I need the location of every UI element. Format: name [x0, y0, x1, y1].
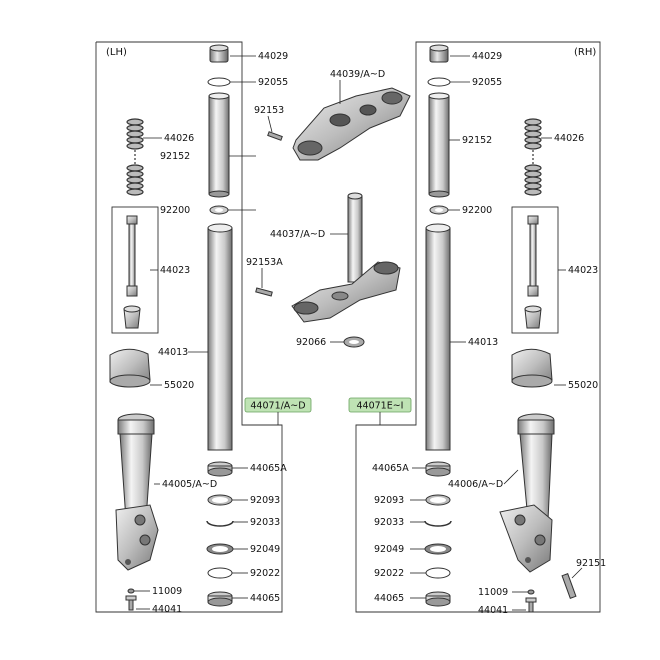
label-rh-92055: 92055 — [472, 77, 502, 88]
label-rh-44026: 44026 — [554, 133, 584, 144]
label-lh-92049: 92049 — [250, 544, 280, 555]
label-92153: 92153 — [254, 105, 284, 116]
steering-stem-lower-clamp — [291, 192, 401, 323]
label-rh-44013: 44013 — [468, 337, 498, 348]
label-rh-44006: 44006/A~D — [448, 479, 503, 490]
label-rh-92151: 92151 — [576, 558, 606, 569]
label-rh-44029: 44029 — [472, 51, 502, 62]
label-lh-44023: 44023 — [160, 265, 190, 276]
label-rh-92033: 92033 — [374, 517, 404, 528]
label-92153A: 92153A — [246, 257, 283, 268]
label-rh-92152: 92152 — [462, 135, 492, 146]
lh-circlip — [206, 520, 234, 527]
lh-gasket — [127, 588, 135, 594]
label-rh-44023: 44023 — [568, 265, 598, 276]
label-lh-92022: 92022 — [250, 568, 280, 579]
rh-oil-seal — [424, 543, 452, 555]
label-lh-92152: 92152 — [160, 151, 190, 162]
label-lh-44065A: 44065A — [250, 463, 287, 474]
rh-assembly-label: 44071E~I — [357, 401, 404, 412]
label-lh-11009: 11009 — [152, 586, 182, 597]
lh-damper-cartridge — [123, 215, 141, 329]
upper-triple-clamp — [292, 87, 411, 161]
label-rh-92022: 92022 — [374, 568, 404, 579]
lh-side-label: (LH) — [106, 47, 127, 58]
lh-bushing-a — [207, 461, 233, 477]
rh-washer-92093 — [425, 494, 451, 506]
label-rh-11009: 11009 — [478, 587, 508, 598]
rh-circlip — [424, 520, 452, 527]
lh-bushing-b — [207, 591, 233, 607]
lh-frame-left — [95, 42, 283, 613]
lh-frame — [96, 41, 243, 390]
label-rh-44065: 44065 — [374, 593, 404, 604]
label-lh-44026: 44026 — [164, 133, 194, 144]
label-44039: 44039/A~D — [330, 69, 385, 80]
label-rh-92200: 92200 — [462, 205, 492, 216]
lh-outer-tube — [115, 413, 159, 571]
rh-spring — [524, 118, 542, 196]
label-lh-92200: 92200 — [160, 205, 190, 216]
steering-bearing — [343, 336, 365, 348]
rh-spring-spacer — [428, 92, 450, 198]
label-44037: 44037/A~D — [270, 229, 325, 240]
rh-frame — [355, 41, 601, 613]
lh-washer-92093 — [207, 494, 233, 506]
rh-bushing-a — [425, 461, 451, 477]
label-lh-92055: 92055 — [258, 77, 288, 88]
label-lh-44013: 44013 — [158, 347, 188, 358]
lh-dust-seal — [207, 567, 233, 579]
rh-gasket — [527, 589, 535, 595]
label-lh-44041: 44041 — [152, 604, 182, 615]
label-rh-92049: 92049 — [374, 544, 404, 555]
rh-axle-pinch-bolt — [561, 573, 577, 599]
rh-inner-tube — [425, 223, 451, 451]
lh-assembly-label: 44071/A~D — [250, 401, 305, 412]
leader-lines — [134, 55, 583, 611]
label-lh-44065: 44065 — [250, 593, 280, 604]
label-rh-55020: 55020 — [568, 380, 598, 391]
label-lh-92033: 92033 — [250, 517, 280, 528]
upper-clamp-bolt — [267, 131, 283, 141]
lh-oring — [207, 77, 231, 87]
rh-outer-tube — [499, 413, 555, 573]
rh-bushing-b — [425, 591, 451, 607]
lh-spring — [126, 118, 144, 196]
label-rh-92093: 92093 — [374, 495, 404, 506]
label-lh-55020: 55020 — [164, 380, 194, 391]
label-92066: 92066 — [296, 337, 326, 348]
rh-side-label: (RH) — [574, 47, 596, 58]
rh-bolt — [525, 597, 537, 613]
rh-oring — [427, 77, 451, 87]
lh-bolt — [125, 595, 137, 611]
lower-clamp-bolt — [255, 287, 273, 297]
rh-dust-seal — [425, 567, 451, 579]
lh-cap-bolt — [209, 44, 229, 63]
label-lh-92093: 92093 — [250, 495, 280, 506]
label-rh-44065A: 44065A — [372, 463, 409, 474]
lh-inner-tube — [207, 223, 233, 451]
lh-spring-spacer — [208, 92, 230, 198]
label-lh-44005: 44005/A~D — [162, 479, 217, 490]
rh-damper-cartridge — [524, 215, 542, 329]
label-lh-44029: 44029 — [258, 51, 288, 62]
rh-cap-bolt — [429, 44, 449, 63]
label-rh-44041: 44041 — [478, 605, 508, 616]
lh-oil-seal — [206, 543, 234, 555]
